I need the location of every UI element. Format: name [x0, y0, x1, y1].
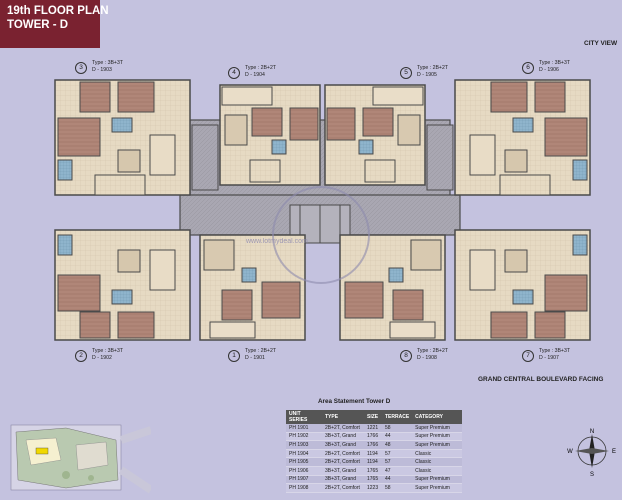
unit-number-2: 2	[75, 350, 87, 362]
table-cell: PH 1907	[286, 475, 322, 485]
unit-d-1904	[219, 84, 321, 186]
unit-number-6: 6	[522, 62, 534, 74]
table-cell: 1223	[364, 483, 382, 493]
table-header-row: UNIT SERIES TYPE SIZE TERRACE CATEGORY	[286, 410, 463, 424]
table-cell: PH 1905	[286, 457, 322, 467]
table-cell: 57	[382, 449, 413, 459]
compass-n: N	[590, 429, 594, 435]
table-cell: 44	[382, 432, 413, 442]
table-cell: 1766	[364, 440, 382, 450]
table-cell: 3B+3T, Grand	[322, 440, 364, 450]
plan-title-block: 19th FLOOR PLAN TOWER - D	[0, 0, 109, 48]
unit-d-1903	[54, 79, 191, 196]
table-cell: Super Premium	[412, 483, 463, 493]
area-statement-table: UNIT SERIES TYPE SIZE TERRACE CATEGORY P…	[286, 410, 463, 493]
table-cell: 1765	[364, 466, 382, 476]
table-cell: Classic	[412, 449, 463, 459]
table-cell: 57	[382, 457, 413, 467]
unit-d-1908	[339, 234, 446, 341]
table-cell: PH 1904	[286, 449, 322, 459]
table-cell: PH 1908	[286, 483, 322, 493]
watermark-logo	[272, 186, 370, 284]
table-cell: Super Premium	[412, 424, 463, 433]
table-cell: 1221	[364, 424, 382, 433]
col-size: SIZE	[364, 410, 382, 424]
table-cell: PH 1906	[286, 466, 322, 476]
unit-d-1901	[199, 234, 306, 341]
table-cell: Classic	[412, 466, 463, 476]
table-cell: 2B+2T, Comfort	[322, 483, 364, 493]
table-cell: PH 1903	[286, 440, 322, 450]
compass-rose-icon: N S E W	[567, 429, 616, 477]
col-terrace: TERRACE	[382, 410, 413, 424]
table-cell: 1194	[364, 449, 382, 459]
unit-number-8: 8	[400, 350, 412, 362]
boulevard-label: GRAND CENTRAL BOULEVARD FACING	[478, 376, 604, 383]
table-cell: Super Premium	[412, 432, 463, 442]
table-cell: 3B+3T, Grand	[322, 475, 364, 485]
table-cell: 2B+2T, Comfort	[322, 424, 364, 433]
table-cell: Classic	[412, 457, 463, 467]
unit-number-1: 1	[228, 350, 240, 362]
area-statement-title: Area Statement Tower D	[318, 398, 391, 405]
unit-number-3: 3	[75, 62, 87, 74]
col-category: CATEGORY	[412, 410, 463, 424]
floor-plan-drawing	[54, 79, 591, 341]
table-cell: 1765	[364, 475, 382, 485]
table-cell: 44	[382, 475, 413, 485]
table-cell: PH 1901	[286, 424, 322, 433]
table-cell: 47	[382, 466, 413, 476]
compass-s: S	[590, 472, 594, 477]
city-view-label: CITY VIEW	[584, 40, 618, 47]
table-cell: 3B+3T, Grand	[322, 432, 364, 442]
unit-d-1905	[324, 84, 426, 186]
unit-number-7: 7	[522, 350, 534, 362]
table-cell: 2B+2T, Comfort	[322, 449, 364, 459]
unit-d-1906	[454, 79, 591, 196]
table-cell: 3B+3T, Grand	[322, 466, 364, 476]
col-unit-series: UNIT SERIES	[286, 410, 322, 424]
table-cell: Super Premium	[412, 475, 463, 485]
unit-d-1902	[54, 229, 191, 341]
table-cell: 58	[382, 424, 413, 433]
floor-title: 19th FLOOR PLAN	[7, 5, 109, 17]
table-cell: 1194	[364, 457, 382, 467]
table-cell: 2B+2T, Comfort	[322, 457, 364, 467]
compass-w: W	[567, 449, 573, 455]
watermark-text: www.lotmydeal.com	[246, 238, 308, 245]
table-cell: PH 1902	[286, 432, 322, 442]
table-cell: 58	[382, 483, 413, 493]
col-type: TYPE	[322, 410, 364, 424]
table-cell: 1766	[364, 432, 382, 442]
tower-title: TOWER - D	[7, 19, 69, 31]
tower-d-highlight	[35, 447, 49, 455]
unit-d-1907	[454, 229, 591, 341]
unit-number-4: 4	[228, 67, 240, 79]
key-plan-map	[10, 424, 151, 494]
table-cell: Super Premium	[412, 440, 463, 450]
unit-number-5: 5	[400, 67, 412, 79]
table-cell: 48	[382, 440, 413, 450]
compass-e: E	[612, 449, 616, 455]
